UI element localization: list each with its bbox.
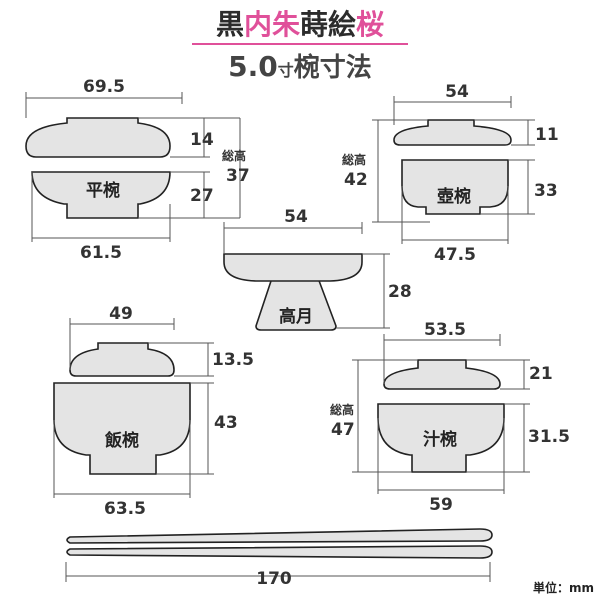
hira-body-height: 27 [190,186,214,206]
takatsuki-top-width: 54 [284,207,308,227]
shiru-name: 汁椀 [423,429,457,450]
tsubo-lid-width: 54 [445,82,469,102]
title: 黒内朱蒔絵桜 [216,8,384,41]
shiru-lid-width: 53.5 [424,320,466,340]
takatsuki: 高月 54 28 [223,207,412,331]
shiru-lid-height: 21 [529,364,553,384]
shiru-wan: 汁椀 53.5 21 31.5 総高 47 59 [330,320,570,515]
title-seg-kuro: 黒 [216,8,244,41]
hira-name: 平椀 [86,180,120,201]
shiru-lid [383,359,501,390]
tsubo-total-height: 42 [344,170,368,190]
unit-note: 単位：mm [533,580,594,595]
meshi-bowl [53,382,191,475]
takatsuki-dish [223,253,363,282]
meshi-body-height: 43 [214,413,238,433]
shiru-total-height: 47 [331,420,355,440]
title-seg-sakura: 桜 [356,8,384,41]
meshi-name: 飯椀 [104,430,139,451]
tsubo-name: 壺椀 [437,186,471,207]
meshi-body-width: 63.5 [104,499,146,519]
shiru-body-width: 59 [429,495,453,515]
tsubo-lid-height: 11 [535,125,559,145]
tsubo-body-width: 47.5 [434,245,476,265]
hira-lid [25,117,171,158]
hira-total-label: 総高 [222,148,246,163]
subtitle-unit: 寸 [278,61,294,80]
shiru-total-label: 総高 [330,402,354,417]
chopsticks: 170 [65,528,493,589]
hira-lid-height: 14 [190,130,214,150]
takatsuki-name: 高月 [279,306,313,327]
tsubo-wan: 壺椀 54 11 33 総高 42 47.5 [342,82,559,265]
chopstick-lower [66,545,493,559]
meshi-wan: 飯椀 49 13.5 43 63.5 [53,304,254,519]
subtitle-size: 5.0 [228,50,278,83]
title-seg-uchishu: 内朱 [244,8,301,41]
tsubo-lid [393,119,512,146]
shiru-body-height: 31.5 [528,427,570,447]
subtitle: 5.0寸椀寸法 [228,50,372,83]
tsubo-body-height: 33 [534,181,558,201]
subtitle-rest: 椀寸法 [294,52,372,83]
hira-lid-width: 69.5 [83,77,125,97]
meshi-lid-width: 49 [109,304,133,324]
title-seg-makie: 蒔絵 [300,8,356,41]
chopstick-length: 170 [256,569,292,589]
takatsuki-stand [255,277,337,331]
hira-body-width: 61.5 [80,243,122,263]
hira-wan: 平椀 69.5 14 27 総高 37 61.5 [25,77,250,263]
takatsuki-height: 28 [388,282,412,302]
meshi-lid-height: 13.5 [212,350,254,370]
meshi-lid [69,342,175,377]
tsubo-total-label: 総高 [342,152,366,167]
chopstick-upper [66,528,493,544]
hira-total-height: 37 [226,166,250,186]
